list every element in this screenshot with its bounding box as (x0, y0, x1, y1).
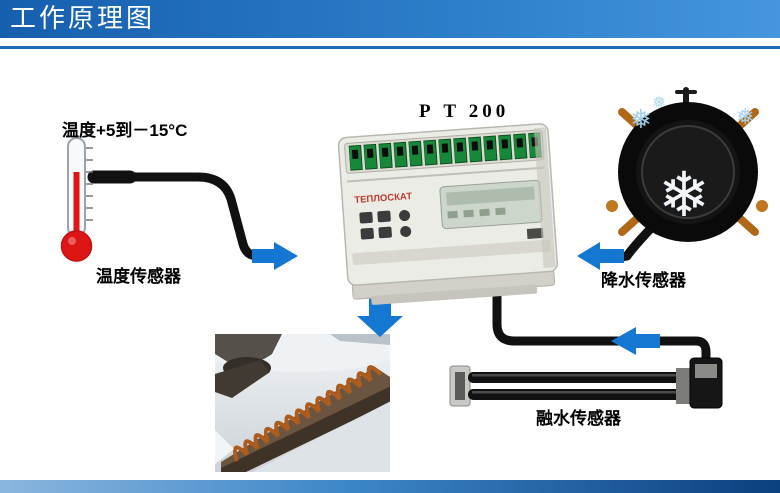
arrow-right-icon (252, 242, 298, 270)
thermometer-icon (60, 137, 93, 262)
precipitation-sensor-label: 降水传感器 (601, 271, 686, 290)
cable-temperature (123, 172, 261, 261)
controller-model-label: Р Т 200 (419, 101, 510, 122)
melt-water-sensor (449, 357, 723, 409)
temperature-range-label: 温度+5到－15°C (62, 121, 188, 140)
footer-bar (0, 480, 780, 493)
page-title: 工作原理图 (10, 4, 156, 34)
precipitation-sensor: ❅ ❅ ❅ ❄ (606, 87, 768, 242)
arrow-left-icon-2 (611, 327, 660, 355)
controller-buttons (359, 210, 412, 240)
controller-brand-label: ТЕПЛОСКАТ (354, 191, 413, 206)
roof-photo (215, 334, 390, 472)
terminal-strip (348, 130, 542, 173)
snowflake-small-icon: ❅ (630, 104, 652, 134)
snowflake-small-icon: ❅ (652, 93, 666, 112)
header-bar: 工作原理图 (0, 0, 780, 38)
arrow-down-icon (357, 294, 403, 337)
controller-device: ТЕПЛОСКАТ (337, 123, 559, 305)
header-rule (0, 46, 780, 49)
snowflake-icon: ❄ (658, 161, 710, 230)
heating-cable-loops (232, 365, 383, 462)
temperature-sensor-label: 温度传感器 (96, 267, 181, 286)
snowflake-small-icon: ❅ (736, 104, 754, 129)
arrow-left-icon (577, 242, 624, 270)
flow-arrows (252, 242, 660, 355)
cable-meltwater (492, 261, 711, 373)
meltwater-sensor-label: 融水传感器 (536, 409, 621, 428)
